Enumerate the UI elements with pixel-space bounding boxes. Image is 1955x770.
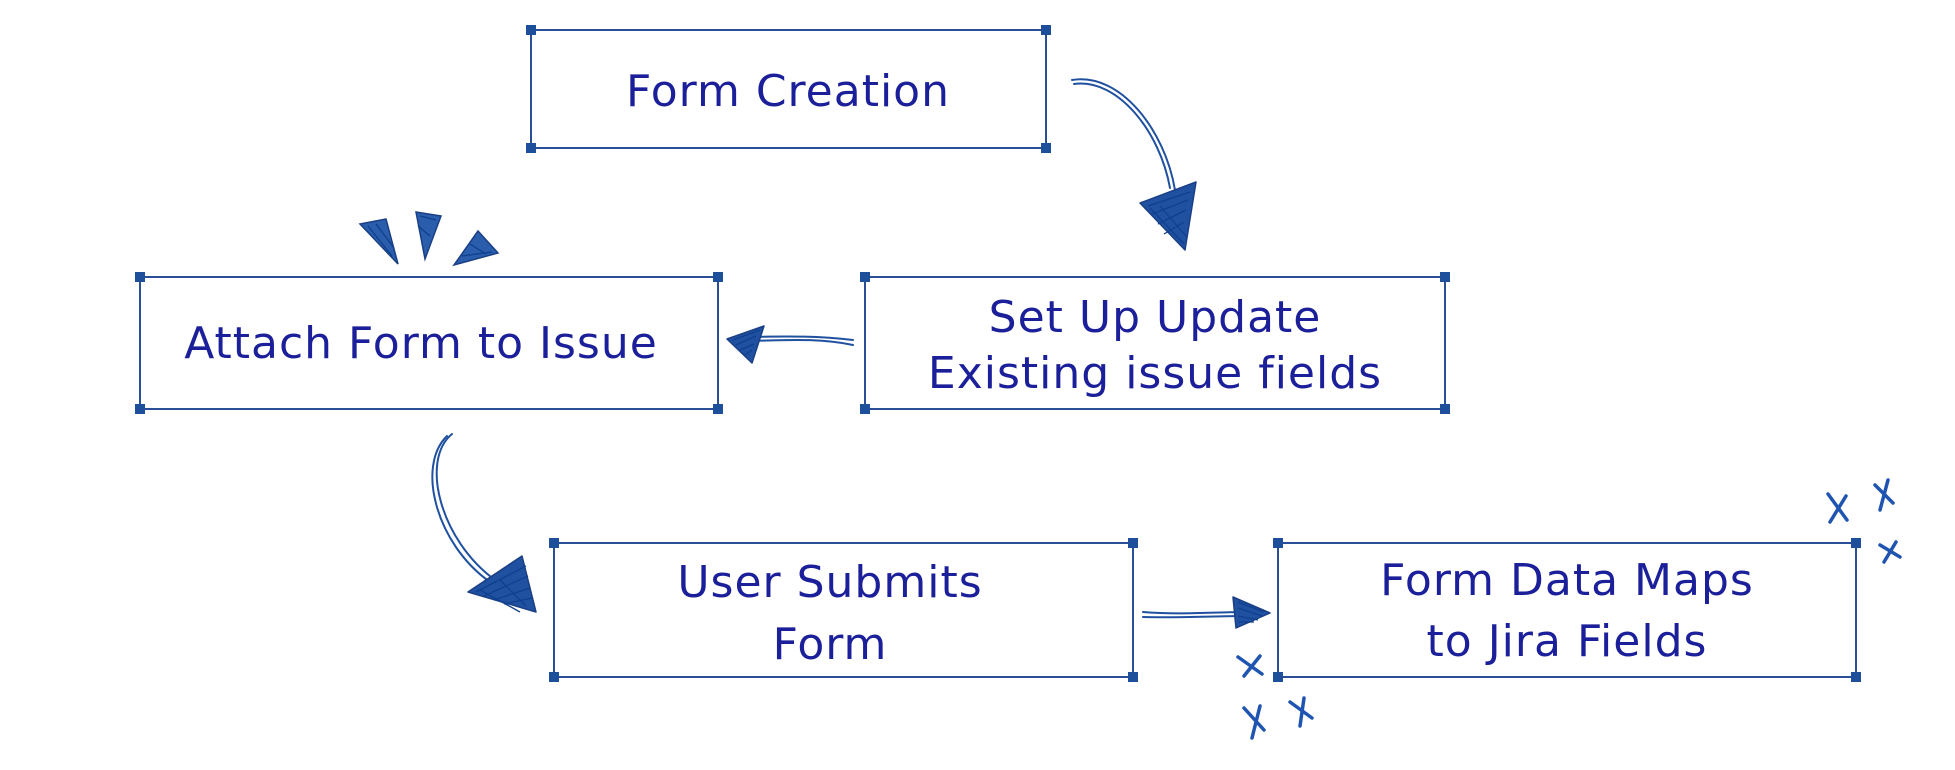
resize-handle[interactable] [1128,538,1138,548]
resize-handle[interactable] [713,272,723,282]
resize-handle[interactable] [526,143,536,153]
arrowhead-left-icon [726,325,765,364]
resize-handle[interactable] [860,272,870,282]
node-frame [139,276,719,410]
node-form-data-maps[interactable]: Form Data Maps to Jira Fields [1273,538,1861,682]
resize-handle[interactable] [1851,538,1861,548]
star-accent-icon [1236,654,1314,740]
node-form-creation[interactable]: Form Creation [526,25,1051,153]
resize-handle[interactable] [549,672,559,682]
node-label-line-2: to Jira Fields [1427,616,1708,667]
node-frame [1277,542,1857,678]
arrow-attach-to-submits [431,433,537,613]
sparkle-accent-icon [358,211,500,267]
node-frame [530,29,1047,149]
resize-handle[interactable] [1041,143,1051,153]
node-label-line-2: Existing issue fields [928,348,1382,399]
node-frame [864,276,1446,410]
resize-handle[interactable] [135,272,145,282]
resize-handle[interactable] [1128,672,1138,682]
node-frame [553,542,1134,678]
resize-handle[interactable] [1440,404,1450,414]
arrow-submits-to-maps [1142,596,1271,629]
resize-handle[interactable] [526,25,536,35]
node-user-submits[interactable]: User Submits Form [549,538,1138,682]
node-set-up-update[interactable]: Set Up Update Existing issue fields [860,272,1450,414]
node-label-line-1: Set Up Update [989,292,1322,343]
resize-handle[interactable] [549,538,559,548]
resize-handle[interactable] [1440,272,1450,282]
resize-handle[interactable] [1851,672,1861,682]
arrow-form-creation-to-setup [1071,78,1197,251]
node-label: Form Creation [626,66,950,117]
arrow-setup-to-attach [726,325,854,364]
node-label-line-1: Form Data Maps [1380,555,1754,606]
node-label-line-1: User Submits [677,557,982,608]
node-label-line-2: Form [773,619,888,670]
resize-handle[interactable] [135,404,145,414]
resize-handle[interactable] [1041,25,1051,35]
node-label: Attach Form to Issue [184,318,658,369]
resize-handle[interactable] [713,404,723,414]
star-accent-icon [1826,478,1902,564]
node-attach-form[interactable]: Attach Form to Issue [135,272,723,414]
resize-handle[interactable] [1273,538,1283,548]
resize-handle[interactable] [1273,672,1283,682]
resize-handle[interactable] [860,404,870,414]
